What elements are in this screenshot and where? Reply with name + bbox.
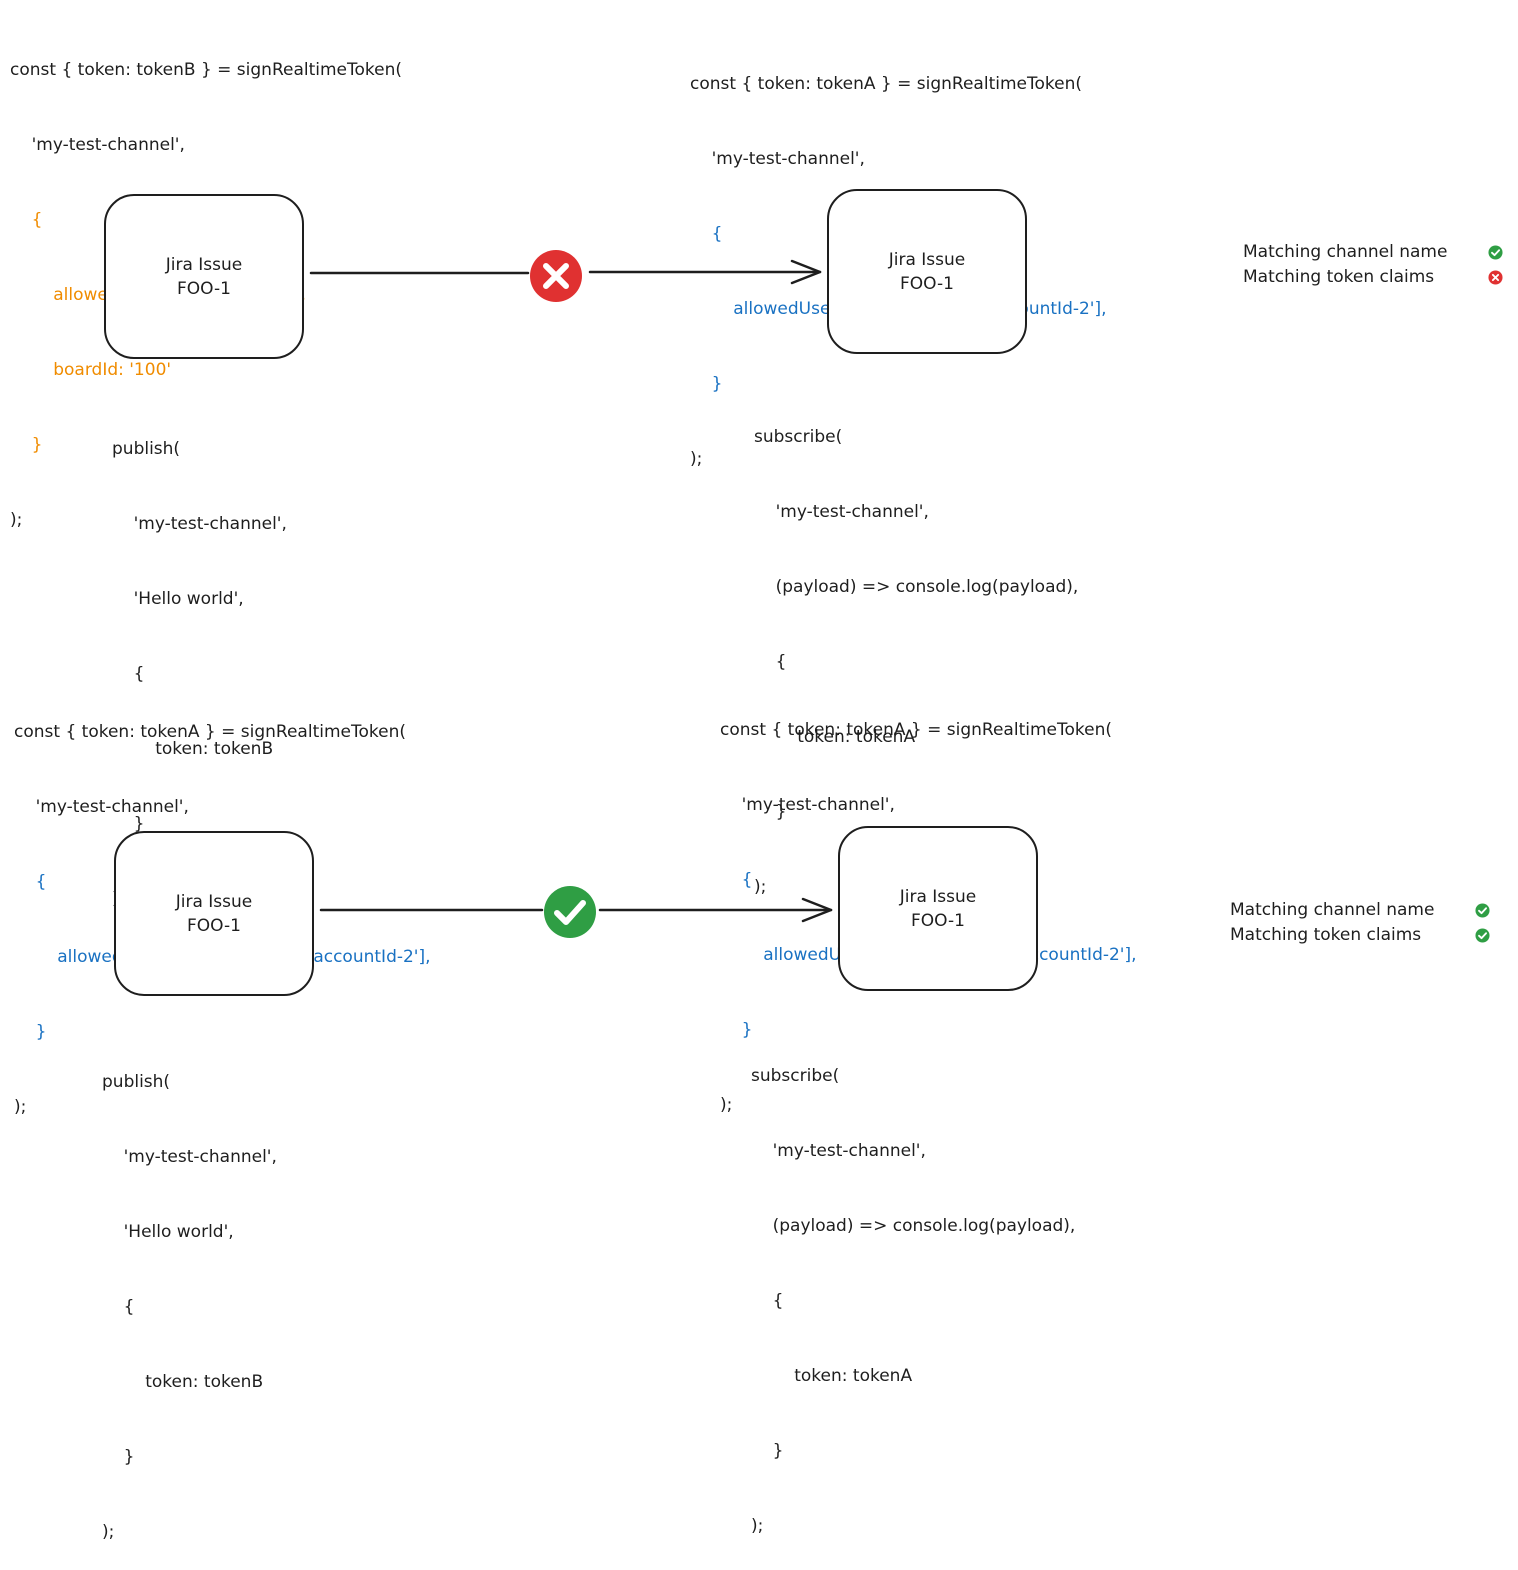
s1-publish-code: publish( 'my-test-channel', 'Hello world… bbox=[112, 387, 287, 937]
code-line: } bbox=[751, 1441, 784, 1461]
check-circle-icon bbox=[1475, 903, 1490, 918]
node-key: FOO-1 bbox=[177, 278, 231, 299]
code-line: 'my-test-channel', bbox=[10, 135, 185, 155]
node-title: Jira Issue bbox=[899, 886, 977, 907]
code-line: subscribe( bbox=[751, 1066, 840, 1086]
code-line: ); bbox=[10, 510, 23, 530]
code-line: token: tokenA bbox=[754, 727, 916, 747]
check-circle-icon bbox=[1488, 245, 1503, 260]
node-title: Jira Issue bbox=[888, 249, 966, 270]
code-line: const { token: tokenB } = signRealtimeTo… bbox=[10, 60, 403, 80]
code-line: { bbox=[102, 1297, 135, 1317]
x-circle-icon bbox=[1488, 270, 1503, 285]
check-row: Matching token claims bbox=[1230, 923, 1490, 948]
s2-arrowhead bbox=[801, 897, 833, 923]
check-row: Matching token claims bbox=[1243, 265, 1503, 290]
code-line: { bbox=[112, 664, 145, 684]
code-line: const { token: tokenA } = signRealtimeTo… bbox=[14, 722, 406, 742]
code-line: ); bbox=[14, 1097, 27, 1117]
code-line: { bbox=[751, 1291, 784, 1311]
code-line: (payload) => console.log(payload), bbox=[751, 1216, 1076, 1236]
check-circle-icon bbox=[544, 886, 596, 938]
check-label: Matching token claims bbox=[1243, 267, 1435, 287]
code-line: } bbox=[10, 435, 43, 455]
node-title: Jira Issue bbox=[165, 254, 243, 275]
code-line: } bbox=[720, 1020, 753, 1040]
code-line: ); bbox=[690, 449, 703, 469]
code-line: } bbox=[754, 802, 787, 822]
code-line: token: tokenB bbox=[102, 1372, 264, 1392]
s1-arrowhead bbox=[790, 259, 822, 285]
check-row: Matching channel name bbox=[1243, 240, 1503, 265]
code-line: publish( bbox=[102, 1072, 171, 1092]
code-line: ); bbox=[751, 1516, 764, 1536]
s2-subscriber-node: Jira Issue FOO-1 bbox=[838, 826, 1038, 991]
s1-publisher-node: Jira Issue FOO-1 bbox=[104, 194, 304, 359]
code-line: 'my-test-channel', bbox=[754, 502, 929, 522]
code-line: 'my-test-channel', bbox=[102, 1147, 277, 1167]
s2-check-list: Matching channel name Matching token cla… bbox=[1230, 898, 1490, 948]
code-line: 'my-test-channel', bbox=[690, 149, 865, 169]
code-line: } bbox=[102, 1447, 135, 1467]
code-line: 'my-test-channel', bbox=[112, 514, 287, 534]
check-row: Matching channel name bbox=[1230, 898, 1490, 923]
code-line: { bbox=[720, 870, 753, 890]
code-line: token: tokenB bbox=[112, 739, 274, 759]
code-line: } bbox=[14, 1022, 47, 1042]
code-line: } bbox=[112, 814, 145, 834]
code-line: 'my-test-channel', bbox=[720, 795, 895, 815]
code-line: token: tokenA bbox=[751, 1366, 913, 1386]
code-line: ); bbox=[720, 1095, 733, 1115]
code-line: boardId: '100' bbox=[10, 360, 172, 380]
node-key: FOO-1 bbox=[911, 910, 965, 931]
s1-subscriber-node: Jira Issue FOO-1 bbox=[827, 189, 1027, 354]
s2-publisher-node: Jira Issue FOO-1 bbox=[114, 831, 314, 996]
code-line: { bbox=[14, 872, 47, 892]
node-key: FOO-1 bbox=[187, 915, 241, 936]
x-circle-icon bbox=[530, 250, 582, 302]
code-line: 'my-test-channel', bbox=[14, 797, 189, 817]
code-line: { bbox=[754, 652, 787, 672]
code-line: } bbox=[690, 374, 723, 394]
check-label: Matching token claims bbox=[1230, 925, 1422, 945]
code-line: ); bbox=[754, 877, 767, 897]
code-line: 'my-test-channel', bbox=[751, 1141, 926, 1161]
code-line: 'Hello world', bbox=[102, 1222, 234, 1242]
node-key: FOO-1 bbox=[900, 273, 954, 294]
code-line: publish( bbox=[112, 439, 181, 459]
s1-subscribe-code: subscribe( 'my-test-channel', (payload) … bbox=[754, 375, 1078, 925]
code-line: { bbox=[10, 210, 43, 230]
code-line: const { token: tokenA } = signRealtimeTo… bbox=[690, 74, 1082, 94]
connectors-layer bbox=[309, 250, 833, 938]
code-line: ); bbox=[102, 1522, 115, 1542]
code-line: 'Hello world', bbox=[112, 589, 244, 609]
code-line: const { token: tokenA } = signRealtimeTo… bbox=[720, 720, 1112, 740]
s1-check-list: Matching channel name Matching token cla… bbox=[1243, 240, 1503, 290]
code-line: (payload) => console.log(payload), bbox=[754, 577, 1079, 597]
node-title: Jira Issue bbox=[175, 891, 253, 912]
check-label: Matching channel name bbox=[1230, 900, 1435, 920]
check-label: Matching channel name bbox=[1243, 242, 1448, 262]
code-line: { bbox=[690, 224, 723, 244]
code-line: subscribe( bbox=[754, 427, 843, 447]
check-circle-icon bbox=[1475, 928, 1490, 943]
